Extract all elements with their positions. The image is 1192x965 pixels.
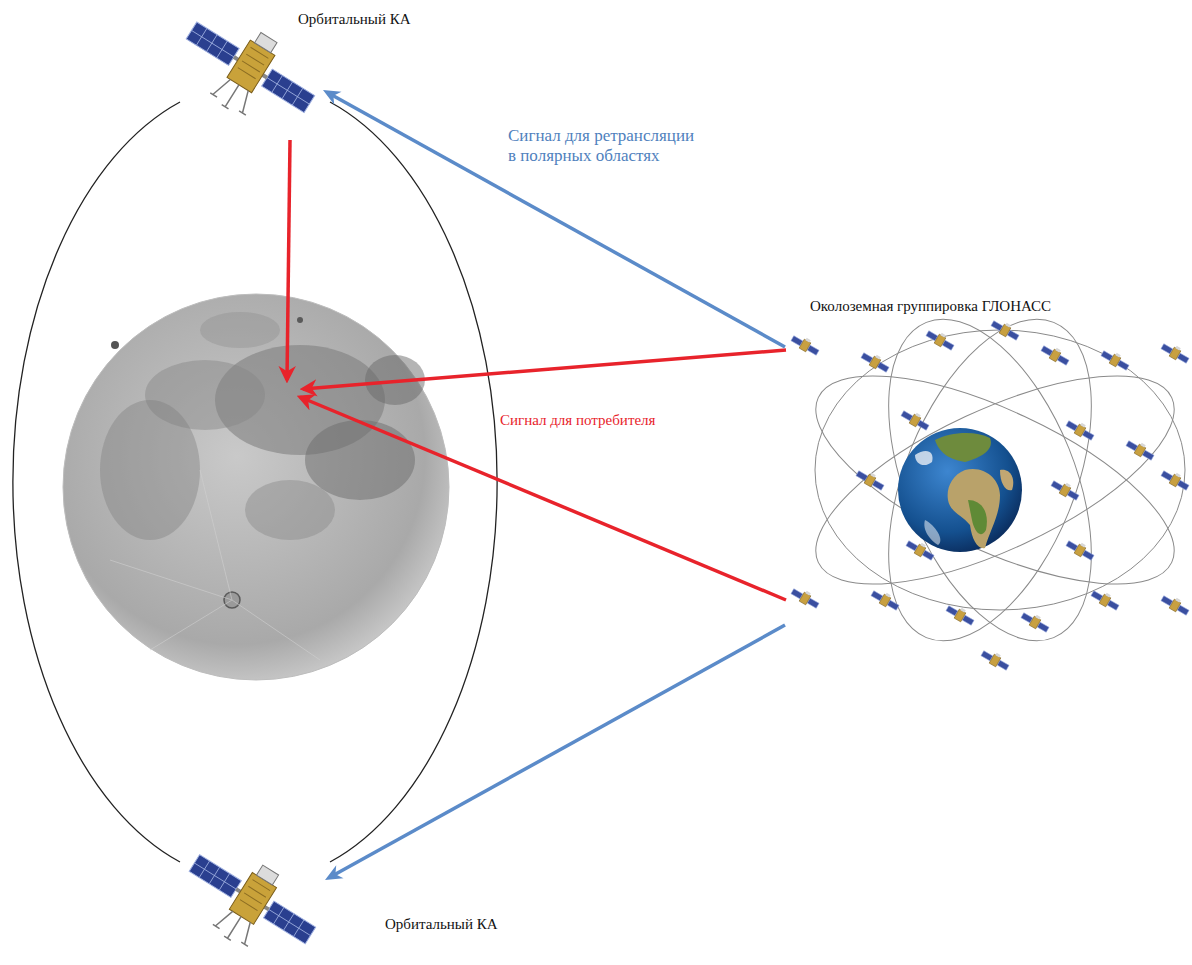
orbital-spacecraft-node: Орбитальный КА [178,2,323,132]
relay-signal-arrow [325,625,785,880]
edge-label: Сигнал для ретрансляции в полярных облас… [508,126,695,167]
relay-signal-arrow [323,90,785,347]
moon [63,294,449,680]
connector-line [334,625,785,875]
signal-label: Сигнал для потребителя [500,411,656,429]
glonass-satellites [790,317,1191,672]
spacecraft-label: Орбитальный КА [385,915,498,933]
arrow-head [325,865,344,880]
group-title: Околоземная группировка ГЛОНАСС [810,297,1051,315]
label-holder: Сигнал для ретрансляции в полярных облас… [508,126,695,167]
connector-line [332,95,785,347]
orbital-spacecraft [180,835,325,963]
spacecraft-label: Орбитальный КА [298,10,411,28]
glonass-group-node: Околоземная группировка ГЛОНАСС [785,292,1190,672]
orbital-spacecraft-node: Орбитальный КА [180,835,325,963]
label-holder: Сигнал для потребителя [500,411,656,429]
arrow-head [323,90,342,105]
earth [898,428,1022,552]
glonass-orbits [789,291,1192,670]
